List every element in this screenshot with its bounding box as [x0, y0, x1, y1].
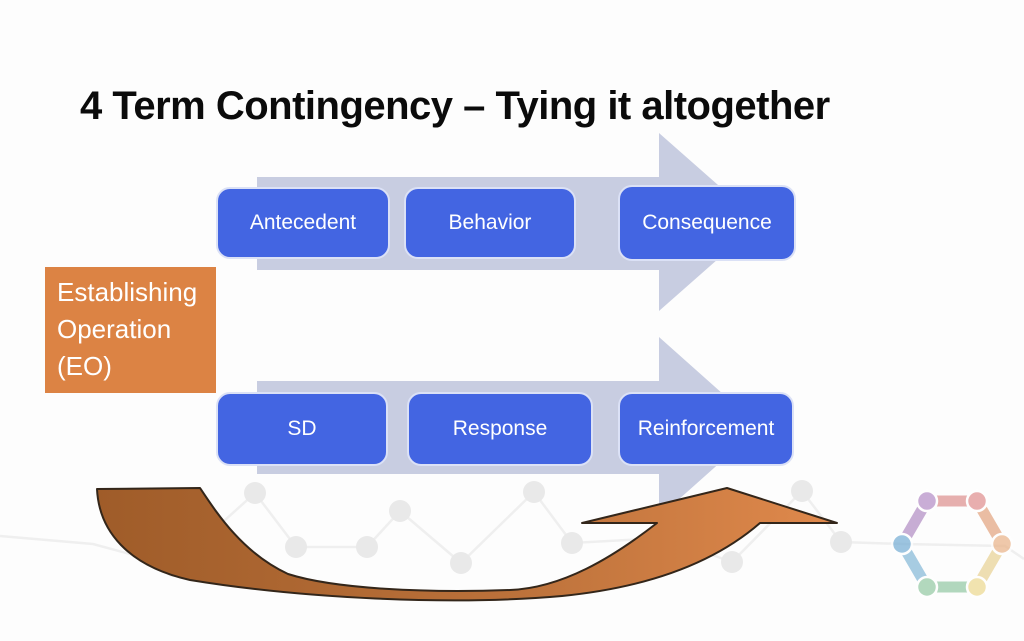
term-box-label: Reinforcement	[637, 417, 775, 440]
logo-head-blue	[890, 532, 914, 556]
term-box-label: Response	[452, 417, 548, 440]
logo-head-orange	[990, 532, 1014, 556]
term-box-behavior: Behavior	[404, 187, 576, 259]
logo-head-green	[915, 575, 939, 599]
eo-box-line: Operation	[57, 314, 172, 344]
term-box-response: Response	[407, 392, 593, 466]
curved-arrow-shape	[96, 487, 838, 602]
term-box-label: SD	[287, 417, 317, 440]
sparkline-dots	[163, 480, 852, 577]
term-box-sd: SD	[216, 392, 388, 466]
logo-head-yellow	[965, 575, 989, 599]
term-box-reinforcement: Reinforcement	[618, 392, 794, 466]
logo-head-purple	[915, 489, 939, 513]
term-box-label: Antecedent	[249, 211, 357, 234]
logo-head-red	[965, 489, 989, 513]
eo-box: Establishing Operation (EO)	[45, 267, 216, 393]
page-title: 4 Term Contingency – Tying it altogether	[80, 84, 830, 128]
term-box-label: Consequence	[642, 211, 772, 234]
eo-box-line: (EO)	[57, 351, 112, 381]
term-box-consequence: Consequence	[618, 185, 796, 261]
term-box-label: Behavior	[448, 211, 532, 234]
term-box-antecedent: Antecedent	[216, 187, 390, 259]
eo-box-line: Establishing	[57, 277, 198, 307]
